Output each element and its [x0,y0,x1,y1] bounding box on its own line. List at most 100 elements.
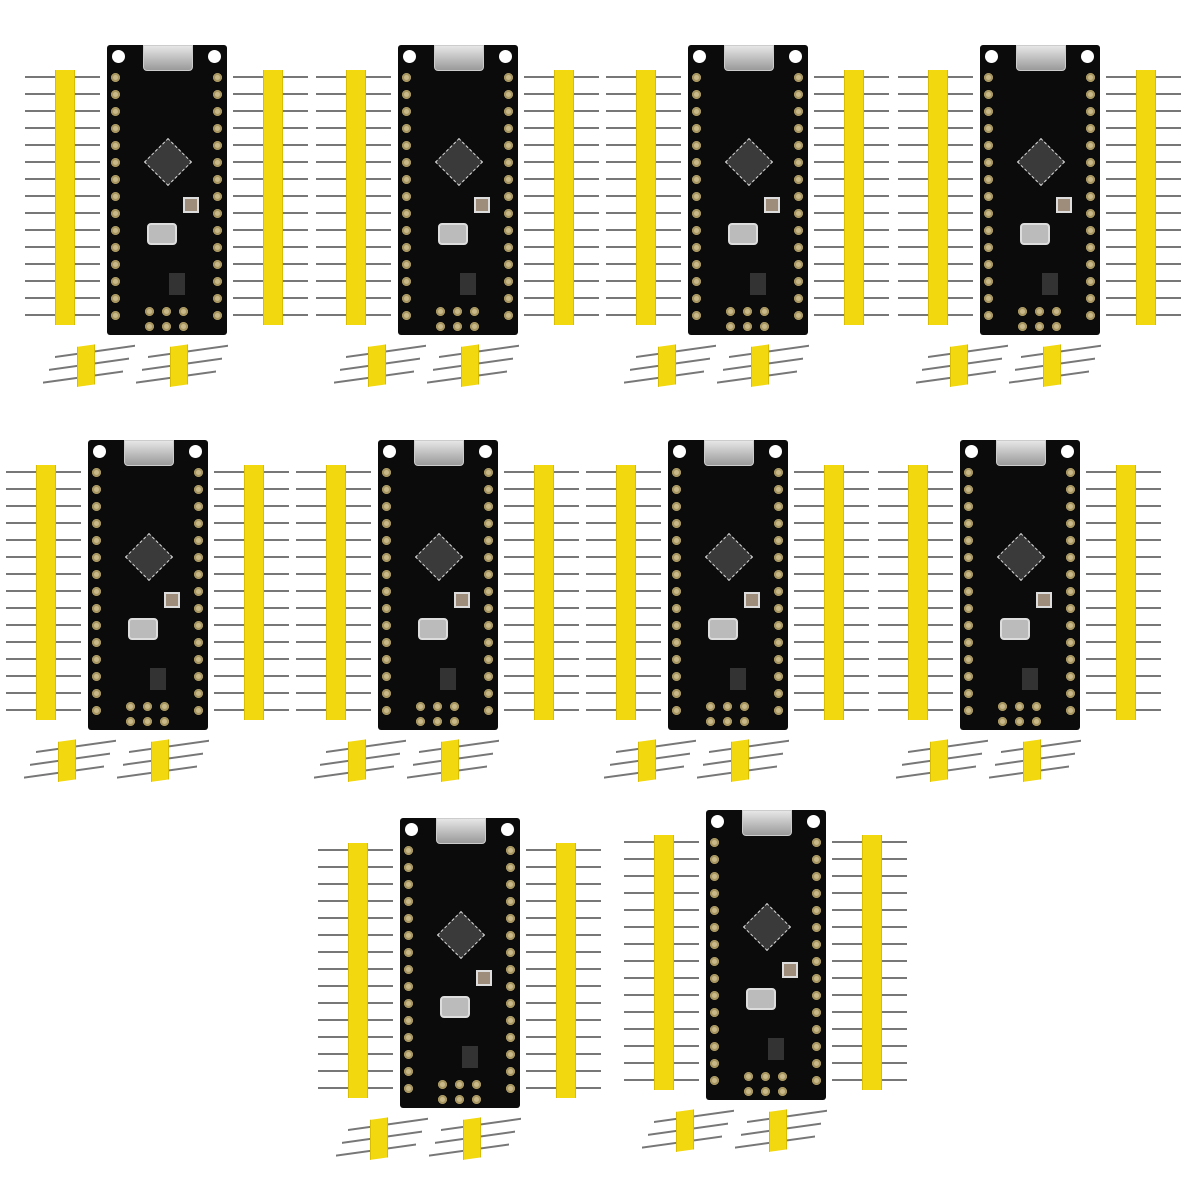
microcontroller-chip [1016,137,1066,187]
header-pin [636,344,716,358]
pin-pad [672,604,681,613]
pin-pad [484,706,493,715]
pin-pad [710,991,719,1000]
pin-pad [404,1084,413,1093]
pin-pad [672,672,681,681]
header-pin [129,739,209,753]
icsp-pad [145,307,154,316]
pin-pad [794,175,803,184]
pin-pad [984,124,993,133]
pin-pad [402,294,411,303]
pin-pad [794,294,803,303]
pin-pad [1066,621,1075,630]
pin-pad [504,124,513,133]
pin-pad [194,570,203,579]
icsp-pad [179,322,188,331]
pin-pad [672,536,681,545]
pin-pad [382,570,391,579]
icsp-pad [743,307,752,316]
header-pin [441,1117,521,1131]
pin-pad [672,485,681,494]
pin-pad [692,226,701,235]
pin-pad [964,485,973,494]
mounting-hole [383,445,396,458]
pin-pad [812,991,821,1000]
pin-pad [1086,90,1095,99]
header-plastic-strip [638,739,656,782]
header-plastic-strip [554,70,574,325]
microcontroller-board [688,45,808,335]
header-plastic-strip [556,843,576,1098]
crystal [782,962,798,978]
voltage-regulator [150,668,166,690]
crystal [1036,592,1052,608]
pin-pad [194,519,203,528]
pin-pad [402,260,411,269]
crystal [183,197,199,213]
icsp-pad [1015,702,1024,711]
pin-pad [1066,502,1075,511]
pin-pad [504,226,513,235]
pin-pad [794,141,803,150]
header-plastic-strip [654,835,674,1090]
micro-usb-port [436,818,486,844]
microcontroller-board [960,440,1080,730]
pin-pad [484,502,493,511]
pin-pad [404,863,413,872]
micro-usb-port [742,810,792,836]
voltage-regulator [730,668,746,690]
header-plastic-strip [326,465,346,720]
pin-pad [984,90,993,99]
pin-pad [111,124,120,133]
microcontroller-chip [996,532,1046,582]
icsp-pad [450,717,459,726]
pin-pad [402,90,411,99]
mounting-hole [769,445,782,458]
pin-pad [1086,277,1095,286]
pin-pad [964,553,973,562]
micro-usb-port [124,440,174,466]
crystal [744,592,760,608]
pin-pad [984,209,993,218]
board-kit [619,810,919,1170]
icsp-pad [162,307,171,316]
pin-pad [1066,519,1075,528]
icsp-pad [778,1087,787,1096]
micro-usb-port [724,45,774,71]
pin-pad [672,621,681,630]
pin-pad [984,226,993,235]
microcontroller-chip [143,137,193,187]
icsp-pad [162,322,171,331]
header-plastic-strip [1043,344,1061,387]
pin-pad [710,889,719,898]
header-pin [346,344,426,358]
pin-pad [382,655,391,664]
pin-pad [812,974,821,983]
pin-pad [504,192,513,201]
header-plastic-strip [170,344,188,387]
pin-pad [964,706,973,715]
pin-pad [692,294,701,303]
pin-pad [504,209,513,218]
pin-pad [92,553,101,562]
header-pin [419,739,499,753]
pin-pad [213,209,222,218]
microcontroller-board [378,440,498,730]
pin-pad [1086,124,1095,133]
microcontroller-chip [124,532,174,582]
pin-pad [484,468,493,477]
pin-pad [984,141,993,150]
icsp-pad [472,1080,481,1089]
mounting-hole [1081,50,1094,63]
icsp-pad [723,702,732,711]
microcontroller-chip [724,137,774,187]
pin-pad [404,948,413,957]
pin-pad [506,948,515,957]
icsp-pad [723,717,732,726]
voltage-regulator [460,273,476,295]
pin-pad [402,277,411,286]
pin-pad [984,107,993,116]
pin-pad [194,655,203,664]
pin-pad [774,570,783,579]
pin-pad [672,638,681,647]
